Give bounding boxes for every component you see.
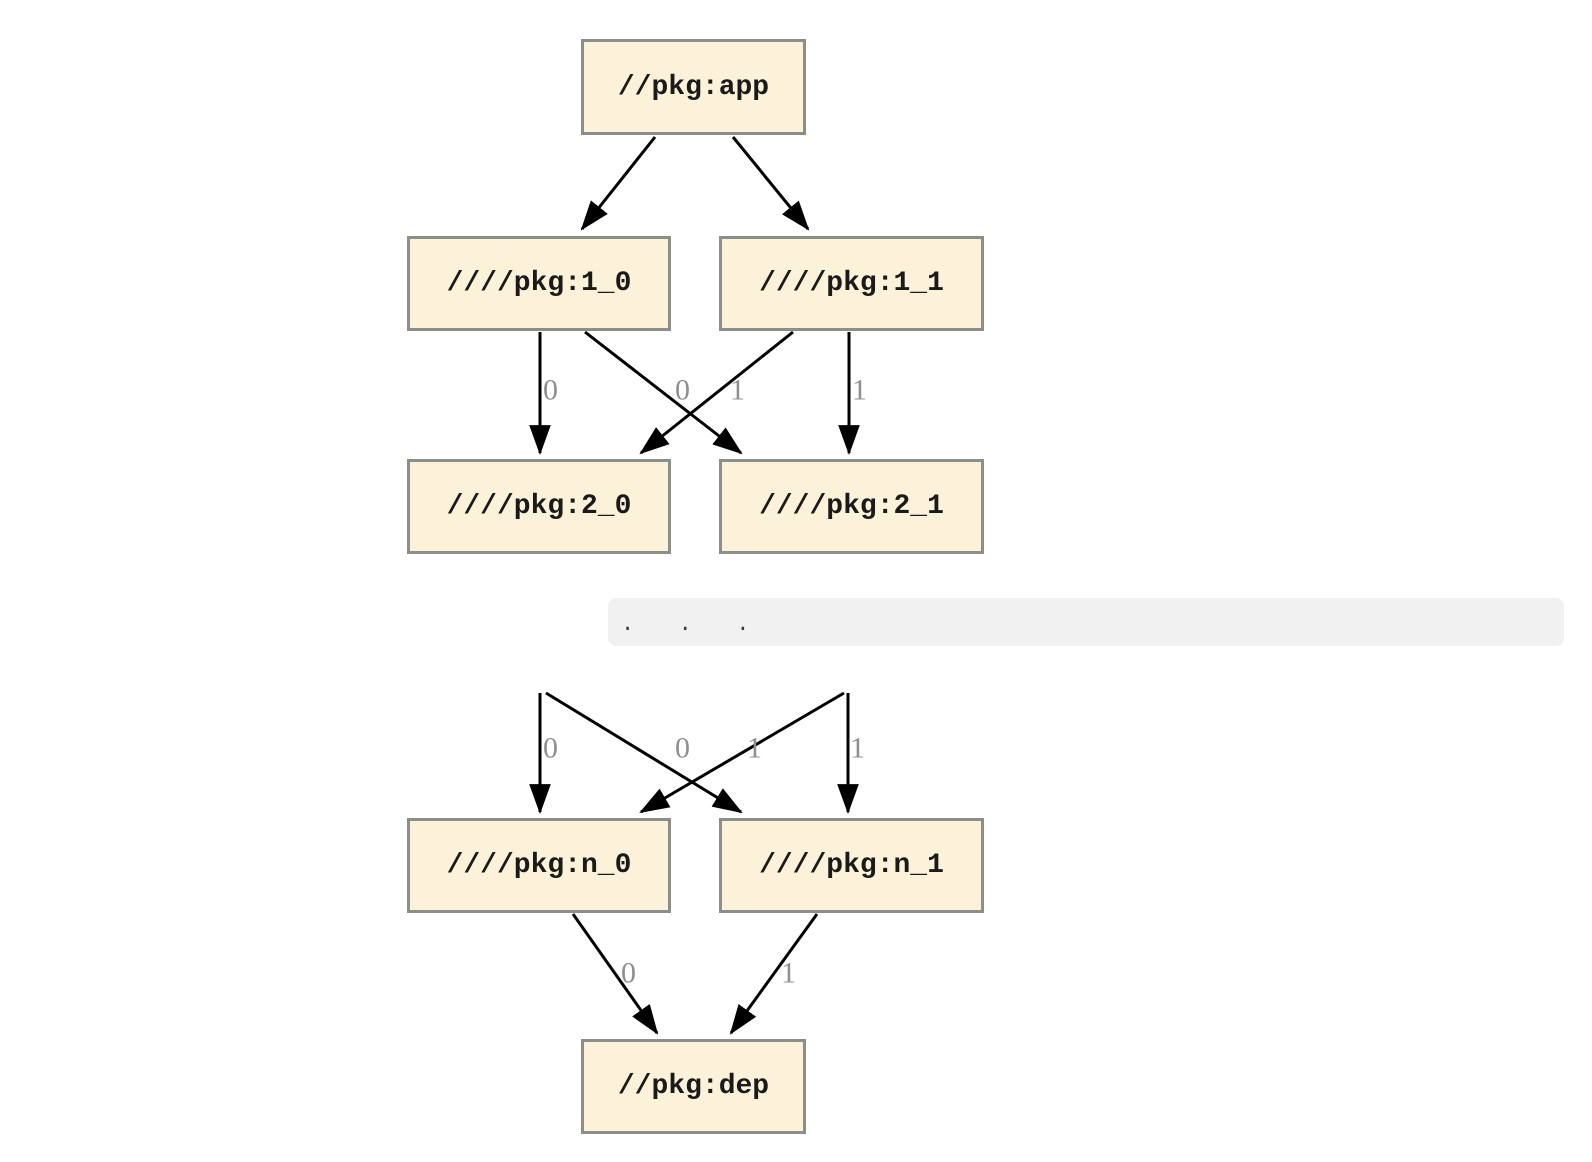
edge-label-1-1-to-2-0: 0 (675, 373, 690, 407)
edge-1-1-to-2-0 (639, 330, 794, 455)
edge-1-0-to-2-1 (584, 330, 743, 455)
node-pkg-n-0: ////pkg:n_0 (407, 818, 671, 913)
edge-label-1-0-to-2-1: 1 (730, 373, 745, 407)
edge-label-1-1-to-2-1: 1 (852, 373, 867, 407)
node-pkg-2-0-label: ////pkg:2_0 (446, 491, 632, 522)
edge-app-to-1-1 (731, 136, 810, 231)
node-pkg-2-1: ////pkg:2_1 (719, 459, 984, 554)
edge-ellipsis-to-n-0-diagonal (639, 691, 845, 814)
node-pkg-1-1: ////pkg:1_1 (719, 236, 984, 331)
ellipsis-dots: . . . (621, 611, 756, 637)
node-pkg-dep-label: //pkg:dep (617, 1071, 770, 1102)
node-pkg-1-0: ////pkg:1_0 (407, 236, 671, 331)
node-pkg-n-0-label: ////pkg:n_0 (446, 850, 632, 881)
node-pkg-1-1-label: ////pkg:1_1 (759, 268, 944, 299)
edge-label-n-0-to-dep: 0 (621, 956, 636, 990)
node-pkg-1-0-label: ////pkg:1_0 (446, 268, 632, 299)
edge-label-to-n-0-right: 0 (675, 731, 690, 765)
node-pkg-2-1-label: ////pkg:2_1 (759, 491, 944, 522)
ellipsis-code-block: . . . (608, 598, 1564, 646)
node-pkg-app: //pkg:app (581, 39, 806, 135)
edge-label-n-1-to-dep: 1 (781, 956, 796, 990)
edge-label-to-n-1-right: 1 (850, 731, 865, 765)
edge-n-1-to-dep (729, 913, 819, 1035)
edge-label-to-n-1-left: 1 (747, 731, 762, 765)
node-pkg-n-1-label: ////pkg:n_1 (759, 850, 944, 881)
node-pkg-n-1: ////pkg:n_1 (719, 818, 984, 913)
edge-label-1-0-to-2-0: 0 (543, 373, 558, 407)
node-pkg-dep: //pkg:dep (581, 1039, 806, 1134)
edge-ellipsis-to-n-1-diagonal (545, 691, 743, 814)
node-pkg-2-0: ////pkg:2_0 (407, 459, 671, 554)
edge-app-to-1-0 (580, 136, 657, 231)
edge-n-0-to-dep (571, 913, 659, 1035)
edge-label-to-n-0-left: 0 (543, 731, 558, 765)
node-pkg-app-label: //pkg:app (617, 71, 770, 103)
